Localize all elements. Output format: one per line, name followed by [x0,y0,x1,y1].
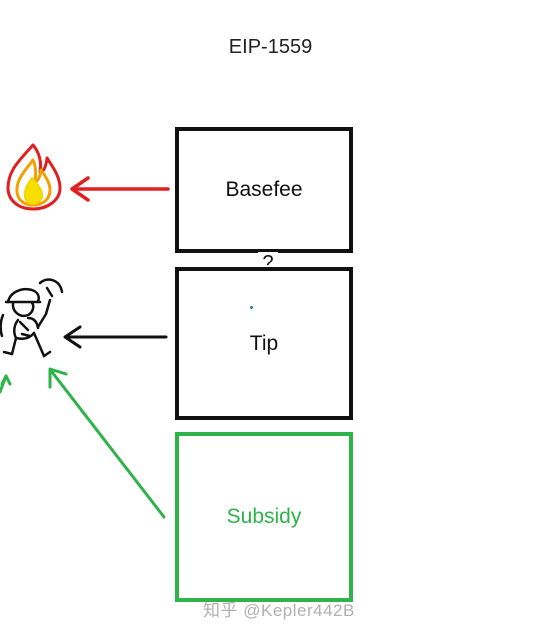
stray-dot [250,306,253,309]
subsidy-arrow [48,367,166,519]
miner-figure-icon [0,278,64,358]
subsidy-label: Subsidy [226,505,302,528]
diagram-title: EIP-1559 [228,36,313,58]
flame-icon [6,143,62,211]
tip-label: Tip [249,331,279,355]
burn-arrow [70,176,170,202]
subsidy-box: Subsidy [175,432,353,602]
watermark: 知乎 @Kepler442B [203,601,355,620]
tip-box: Tip [175,267,353,420]
tip-arrow [63,325,168,349]
basefee-label: Basefee [225,178,303,201]
basefee-box: Basefee [175,127,353,253]
subsidy-arrow-partial [0,374,12,394]
